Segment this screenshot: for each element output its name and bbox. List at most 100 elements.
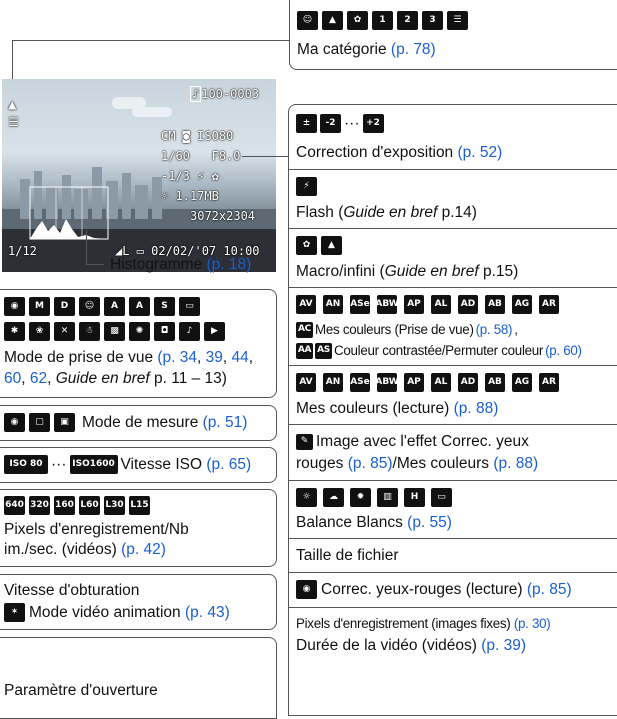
res-160-icon: 160 [54, 496, 75, 515]
landscape-icon: ▲ [322, 11, 343, 30]
divider [288, 538, 617, 539]
my-color-play-av-icon: AV [296, 373, 316, 392]
ref-p39[interactable]: 39 [206, 349, 223, 366]
video-animation-ref[interactable]: (p. 43) [185, 604, 230, 621]
white-balance-ref[interactable]: (p. 55) [407, 514, 452, 531]
ref-p34[interactable]: (p. 34 [157, 349, 197, 366]
ref-p60[interactable]: 60 [4, 370, 21, 387]
flash-label: Flash ( [296, 204, 343, 221]
underwater-icon: ◘ [154, 322, 175, 341]
fluorescent-icon: ▥ [377, 488, 398, 507]
digital-macro-icon: D [54, 297, 75, 316]
my-colors-shoot-icons: AVANASeABWAPALADABAGAR [296, 295, 559, 314]
macro-icon: ✿ [296, 236, 317, 255]
ref-p44[interactable]: 44 [232, 349, 249, 366]
my-color-play-abw-icon: ABW [377, 373, 397, 392]
histogram-label: Histogramme [110, 256, 206, 273]
tungsten-icon: ✹ [350, 488, 371, 507]
red-eye-ref[interactable]: (p. 85) [348, 455, 393, 472]
red-eye-image-label: Image avec l'effet Correc. yeux [316, 432, 529, 451]
exposure-dots: ··· [344, 114, 360, 133]
video-pixels-label: im./sec. (vidéos) [4, 541, 121, 558]
my-color-ad-icon: AD [458, 295, 478, 314]
fireworks-icon: ✺ [129, 322, 150, 341]
folder-icon: ♪ [190, 86, 201, 102]
flash-icon: ⚡ [296, 177, 317, 196]
video-duration-ref[interactable]: (p. 39) [481, 637, 526, 654]
exposure-label: Correction d'exposition [296, 144, 458, 161]
video-duration-caption: Durée de la vidéo (vidéos) (p. 39) [296, 636, 526, 655]
my-colors-shoot-ref[interactable]: (p. 58) [476, 320, 513, 339]
recording-pixels-ref[interactable]: (p. 30) [514, 616, 551, 631]
scene-2-icon: ❀ [29, 322, 50, 341]
flash-caption: Flash (Guide en bref p.14) [296, 203, 477, 222]
mode-iso-row: CM ◙ ISO80 [161, 129, 233, 143]
my-colors-play-ref[interactable]: (p. 88) [454, 400, 499, 417]
fps-60-icon: L60 [79, 496, 100, 515]
iso-ref[interactable]: (p. 65) [206, 456, 251, 473]
iso-label: Vitesse ISO [121, 456, 207, 473]
custom-wb-icon: ▭ [431, 488, 452, 507]
my-category-ref[interactable]: (p. 78) [391, 41, 436, 58]
red-eye-play-ref[interactable]: (p. 85) [527, 581, 572, 598]
my-color-ag-icon: AG [512, 295, 532, 314]
shooting-mode-icons-row1: ◉ M D ☺ A A S ▭ [4, 297, 200, 316]
video-pixels-ref[interactable]: (p. 42) [121, 541, 166, 558]
sep5: , [47, 370, 56, 387]
scene-4-icon: ☃ [79, 322, 100, 341]
scene-1-icon: ✱ [4, 322, 25, 341]
color-swap-small-icon: AS [315, 343, 332, 359]
spot-metering-icon: ▣ [54, 413, 75, 432]
metering-ref[interactable]: (p. 51) [203, 414, 248, 431]
mode-s-icon: S [154, 297, 175, 316]
my-colors-play-label: Mes couleurs (lecture) [296, 400, 454, 417]
video-animation-label: Mode vidéo animation [29, 604, 185, 621]
video-duration-label: Durée de la vidéo (vidéos) [296, 637, 481, 654]
divider [288, 287, 617, 288]
histogram-ref[interactable]: (p. 18) [206, 256, 251, 273]
infinity-icon: ▲ [321, 236, 342, 255]
metering-caption: Mode de mesure (p. 51) [82, 413, 247, 432]
my-color-play-al-icon: AL [431, 373, 451, 392]
my-color-ab-icon: AB [485, 295, 505, 314]
red-eye-play-row: ◉ Correc. yeux-rouges (lecture) (p. 85) [296, 580, 572, 599]
stitch-icon: ▭ [179, 297, 200, 316]
color-accent-small-icon: AA [296, 343, 313, 359]
histogram-caption: Histogramme (p. 18) [110, 255, 251, 274]
macro-pages: p.15) [479, 263, 519, 280]
video-animation-row: ✶ Mode vidéo animation (p. 43) [4, 603, 230, 622]
exposure-ref[interactable]: (p. 52) [458, 144, 503, 161]
divider [288, 424, 617, 425]
custom-color-icon: AC [296, 322, 313, 338]
edited-image-icon: ✎ [296, 434, 313, 450]
mode-tag: CM [161, 129, 175, 143]
my-category-icons: ☺ ▲ ✿ 1 2 3 ☰ [297, 11, 468, 30]
metering-label: Mode de mesure [82, 414, 203, 431]
shooting-mode-icons-row2: ✱ ❀ ✕ ☃ ▩ ✺ ◘ ♪ ▶ [4, 322, 225, 341]
metering-icons: ◉ ▢ ▣ [4, 413, 75, 432]
iso-dots: ··· [51, 455, 67, 474]
recording-pixels-label: Pixels d'enregistrement (images fixes) [296, 616, 514, 631]
my-color-play-an-icon: AN [323, 373, 343, 392]
exposure-value: -1/3 [161, 169, 190, 183]
my-colors-shoot-line2: AA AS Couleur contrastée/Permuter couleu… [296, 341, 582, 360]
my-color-play-ag-icon: AG [512, 373, 532, 392]
red-eye-label2: rouges [296, 455, 348, 472]
my-color-play-ap-icon: AP [404, 373, 424, 392]
aperture-caption: Paramètre d'ouverture [4, 681, 158, 700]
red-eye-play-label: Correc. yeux-rouges (lecture) [321, 581, 527, 598]
video-pixels-caption-1: Pixels d'enregistrement/Nb [4, 520, 189, 539]
color-swap-ref[interactable]: (p. 60) [545, 341, 582, 360]
my-colors-shoot-label: Mes couleurs (Prise de vue) [315, 320, 474, 339]
my-color-play-ad-icon: AD [458, 373, 478, 392]
category-2-icon: 2 [397, 11, 418, 30]
portrait-mode-icon: ☺ [79, 297, 100, 316]
white-balance-caption: Balance Blancs (p. 55) [296, 513, 452, 532]
shutter-caption: Vitesse d'obturation [4, 581, 139, 600]
my-colors-ref[interactable]: (p. 88) [493, 455, 538, 472]
red-eye-icon: ◉ [296, 580, 317, 599]
cloudy-icon: ☁ [323, 488, 344, 507]
aperture-box [0, 637, 277, 719]
ref-p62[interactable]: 62 [30, 370, 47, 387]
exposure-row: -1/3 ⚡ ✿ [161, 169, 219, 183]
